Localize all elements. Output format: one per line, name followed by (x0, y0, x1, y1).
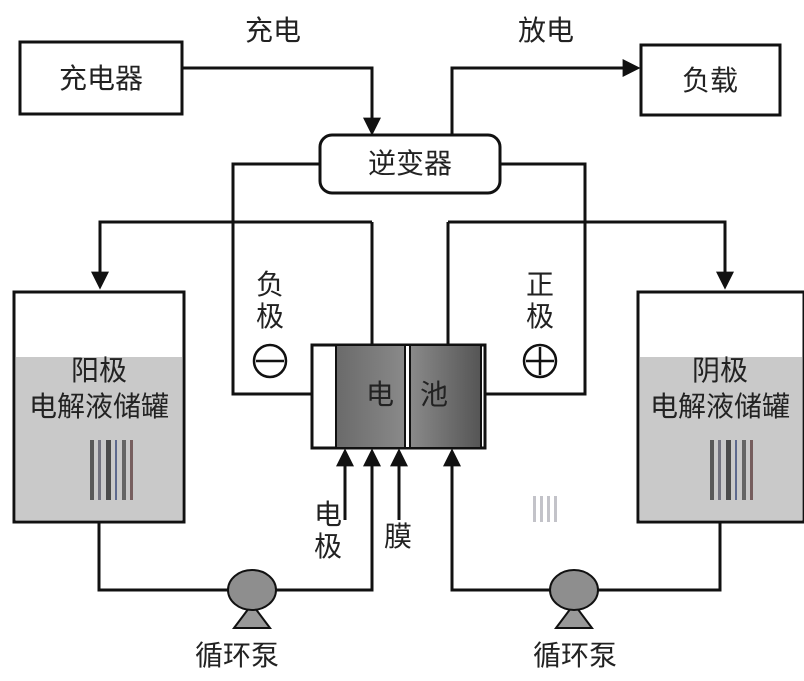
right-tank-label-line2: 电解液储罐 (650, 390, 790, 423)
electrode-label-1: 电 (314, 498, 342, 531)
positive-wire (485, 162, 587, 396)
left-tank-blur-marks (90, 440, 133, 500)
charge-arrow (182, 66, 381, 136)
battery-label-char2: 池 (420, 378, 448, 411)
negative-pole-label-1: 负 (256, 268, 284, 301)
discharge-arrow (450, 59, 641, 135)
membrane-strip (404, 344, 411, 449)
right-return-pipe (596, 522, 722, 592)
membrane-label: 膜 (384, 520, 412, 553)
right-tank-blur-marks (710, 440, 753, 500)
charge-flow-label: 充电 (245, 14, 301, 47)
plus-icon (522, 343, 558, 379)
left-tank-feed-arrow (91, 220, 372, 290)
right-pump-icon (549, 569, 599, 629)
left-return-pipe (97, 522, 228, 592)
left-loop-arrow (276, 448, 381, 592)
left-pump-icon (227, 569, 277, 629)
battery-label-char1: 电 (366, 378, 394, 411)
load-box (639, 43, 782, 117)
inverter-label: 逆变器 (368, 147, 452, 180)
positive-pole-label-2: 极 (526, 300, 554, 333)
right-tank-feed-arrow (448, 220, 734, 290)
faint-blur-marks (533, 496, 557, 522)
left-tank-label-line2: 电解液储罐 (29, 390, 169, 423)
charger-box (18, 40, 184, 116)
minus-icon (252, 343, 288, 379)
negative-wire (231, 162, 320, 396)
electrode-label-2: 极 (314, 530, 342, 563)
left-pump-label: 循环泵 (195, 639, 279, 672)
left-tank-label-line1: 阳极 (71, 354, 127, 387)
discharge-flow-label: 放电 (518, 14, 574, 47)
positive-pole-label-1: 正 (526, 268, 554, 301)
right-tank-label-line1: 阴极 (692, 354, 748, 387)
charger-label: 充电器 (59, 62, 143, 95)
battery-cell (310, 343, 487, 450)
right-loop-arrow (443, 448, 552, 592)
load-label: 负载 (682, 64, 738, 97)
negative-pole-label-2: 极 (256, 300, 284, 333)
right-pump-label: 循环泵 (533, 639, 617, 672)
